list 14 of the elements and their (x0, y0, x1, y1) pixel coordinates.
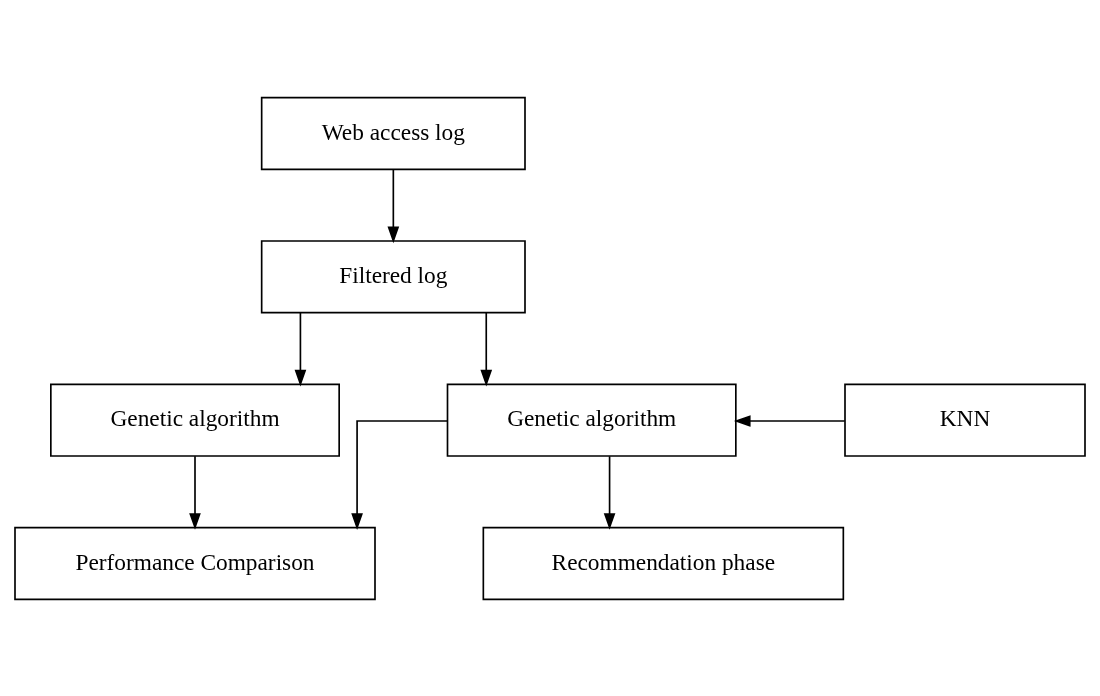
node-box: Genetic algorithm (50, 383, 340, 457)
arrow (351, 419, 448, 530)
arrow (733, 414, 846, 427)
arrow (480, 311, 493, 387)
node-box: KNN (844, 383, 1086, 457)
node-box: Genetic algorithm (446, 383, 737, 457)
arrow (189, 455, 201, 530)
arrow (603, 455, 616, 530)
arrow (387, 168, 400, 243)
node-box: Filtered log (260, 239, 526, 313)
node-box: Performance Comparison (14, 526, 376, 600)
node-box: Recommendation phase (482, 526, 845, 600)
arrow (294, 311, 307, 387)
node-box: Web access log (260, 96, 526, 170)
